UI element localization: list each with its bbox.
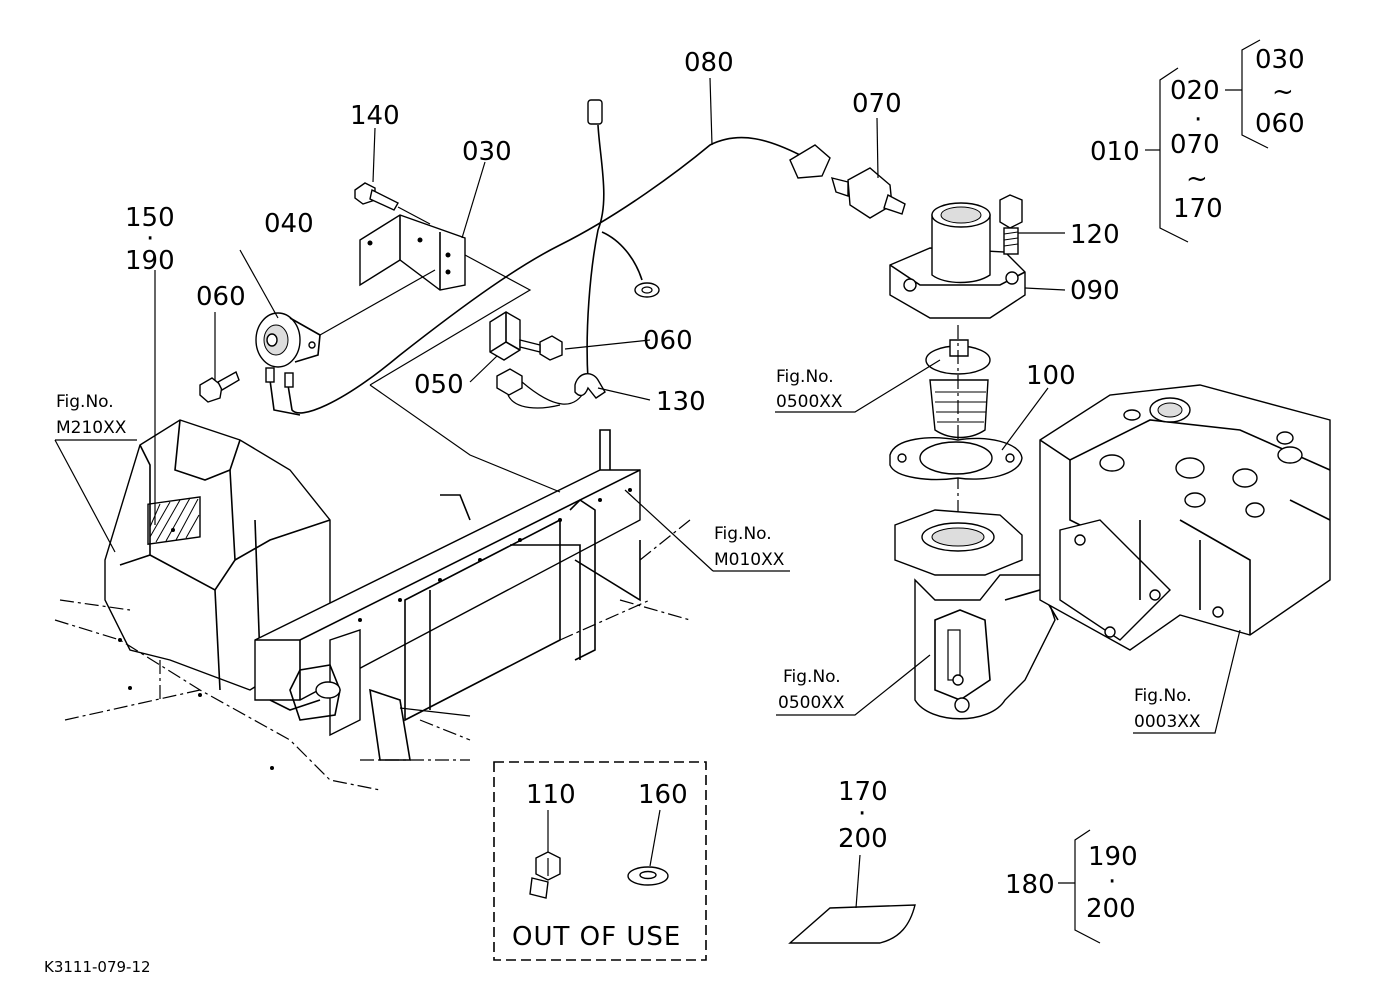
figure-references: Fig.No. M210XX Fig.No. M010XX Fig.No. 05…	[44, 367, 1201, 976]
label-tilde-020: ~	[1272, 77, 1294, 107]
label-110: 110	[526, 780, 576, 810]
label-dot-150: ·	[146, 224, 154, 254]
fig-label-0500-top: Fig.No.	[776, 367, 834, 387]
label-dot-020: ·	[1194, 105, 1202, 135]
label-060-middle: 060	[643, 326, 693, 356]
label-140: 140	[350, 101, 400, 131]
label-020: 020	[1170, 76, 1220, 106]
chassis-frame	[54, 419, 691, 791]
fig-label-0003: Fig.No.	[1134, 686, 1192, 706]
label-070-range: 070	[1170, 130, 1220, 160]
label-060-left: 060	[196, 282, 246, 312]
label-150: 150	[125, 203, 175, 233]
label-dot-170: ·	[858, 799, 866, 829]
label-dot-190: ·	[1108, 867, 1116, 897]
bolt-140	[354, 182, 431, 225]
water-pump-housing	[894, 509, 1059, 720]
label-060-range: 060	[1255, 109, 1305, 139]
label-030: 030	[462, 137, 512, 167]
bolt-060-left	[199, 370, 240, 403]
sensor-070	[830, 167, 906, 219]
bracket-030	[359, 214, 561, 493]
label-010: 010	[1090, 137, 1140, 167]
wire-harness-080	[265, 99, 831, 416]
part-labels: 010 020 · 070 ~ 170 030 ~ 060 080 070 14…	[125, 45, 1305, 952]
thermostat-cover-090	[889, 202, 1026, 319]
label-030-range: 030	[1255, 45, 1305, 75]
horn-040	[255, 269, 436, 368]
fig-label-m210: Fig.No.	[56, 392, 114, 412]
label-200-range: 200	[1086, 894, 1136, 924]
label-080: 080	[684, 48, 734, 78]
label-200: 200	[838, 824, 888, 854]
bolt-120	[999, 194, 1023, 255]
fig-ref-m010: M010XX	[714, 550, 785, 570]
label-130: 130	[656, 387, 706, 417]
fig-label-0500-bottom: Fig.No.	[783, 667, 841, 687]
label-160: 160	[638, 780, 688, 810]
label-070: 070	[852, 89, 902, 119]
gasket-100	[889, 437, 1023, 481]
fig-ref-0500-top: 0500XX	[776, 392, 843, 412]
out-of-use-box	[493, 761, 707, 961]
label-100: 100	[1026, 361, 1076, 391]
out-of-use-note: OUT OF USE	[512, 922, 681, 952]
label-050: 050	[414, 370, 464, 400]
bolt-060-middle	[519, 335, 563, 361]
leader-lines	[54, 39, 1269, 944]
label-170: 170	[838, 777, 888, 807]
label-tilde-010: ~	[1186, 164, 1208, 194]
drawing-code: K3111-079-12	[44, 958, 151, 976]
fig-ref-m210: M210XX	[56, 418, 127, 438]
label-120: 120	[1070, 220, 1120, 250]
label-sheet	[788, 904, 916, 944]
engine-cylinder-head	[1039, 384, 1331, 651]
label-090: 090	[1070, 276, 1120, 306]
label-190: 190	[125, 246, 175, 276]
label-180: 180	[1005, 870, 1055, 900]
fig-label-m010: Fig.No.	[714, 524, 772, 544]
thermostat	[925, 325, 991, 540]
fig-ref-0003: 0003XX	[1134, 712, 1201, 732]
label-190-range: 190	[1088, 842, 1138, 872]
fig-ref-0500-bottom: 0500XX	[778, 693, 845, 713]
label-170-range: 170	[1173, 194, 1223, 224]
label-040: 040	[264, 209, 314, 239]
relay-050	[489, 311, 586, 409]
